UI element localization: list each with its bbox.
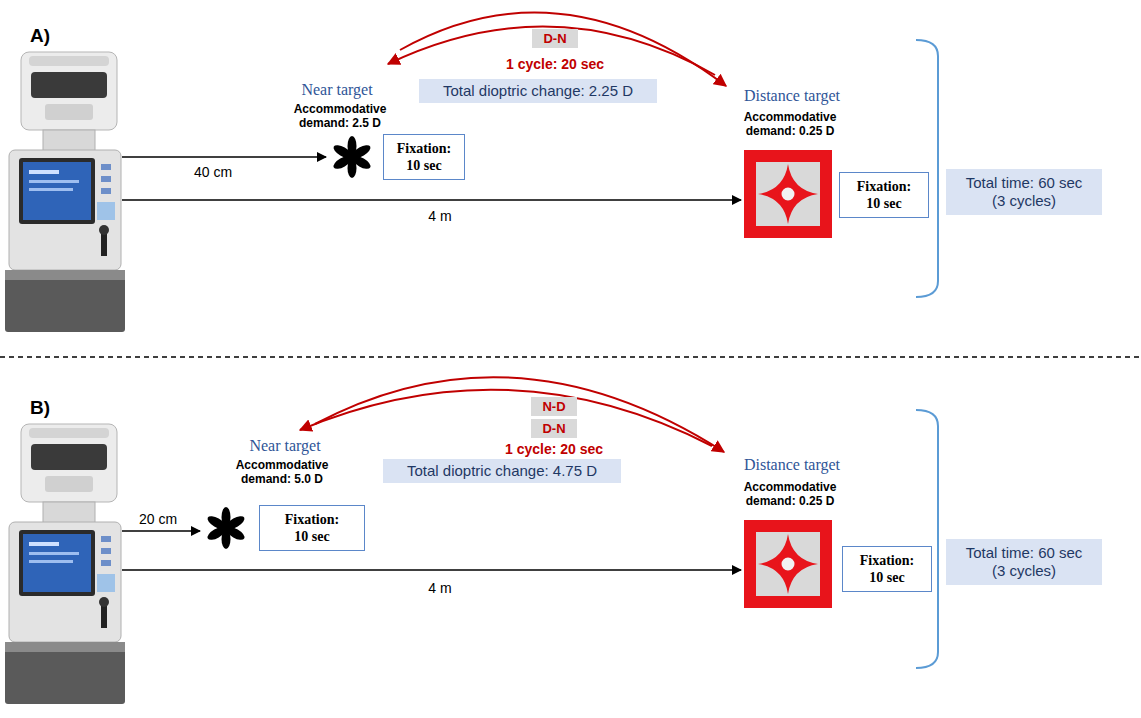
distance-arrow [122, 199, 741, 201]
fixation-box-text: Fixation: 10 sec [855, 552, 919, 586]
direction-tag: D-N [532, 29, 577, 48]
total-time-box-text: Total time: 60 sec (3 cycles) [960, 174, 1088, 210]
direction-tag-text: N-D [542, 398, 565, 415]
fixation-box: Fixation: 10 sec [842, 546, 932, 592]
fixation-box-text: Fixation: 10 sec [280, 511, 344, 545]
cycle-label: 1 cycle: 20 sec [506, 56, 604, 73]
autorefractor [5, 52, 125, 332]
distance-label: 20 cm [139, 511, 177, 528]
cycle-arc [400, 13, 726, 87]
direction-tag-text: D-N [543, 30, 566, 47]
bracket [916, 410, 938, 668]
fixation-box: Fixation: 10 sec [259, 505, 365, 551]
distance-arrow [122, 569, 741, 571]
direction-tag: N-D [531, 397, 576, 416]
fixation-box-text: Fixation: 10 sec [392, 140, 456, 174]
near-target-asterisk [206, 507, 247, 549]
cycle-arc [388, 27, 715, 75]
fixation-box: Fixation: 10 sec [383, 134, 465, 180]
demand-label: Accommodative demand: 5.0 D [234, 458, 330, 487]
demand-label: Accommodative demand: 0.25 D [742, 480, 838, 509]
distance-arrow [122, 156, 326, 158]
panel-label: B) [30, 397, 50, 420]
demand-label: Accommodative demand: 0.25 D [742, 110, 838, 139]
dioptric-band-text: Total dioptric change: 2.25 D [443, 82, 633, 100]
fixation-box: Fixation: 10 sec [839, 172, 929, 218]
distance-label: 40 cm [194, 164, 232, 181]
total-time-box: Total time: 60 sec (3 cycles) [946, 539, 1102, 585]
target-label: Near target [249, 436, 320, 455]
cycle-label: 1 cycle: 20 sec [505, 441, 603, 458]
distance-label: 4 m [428, 208, 451, 225]
bracket [916, 40, 938, 297]
distance-target [744, 520, 832, 608]
demand-label: Accommodative demand: 2.5 D [292, 102, 388, 131]
direction-tag: D-N [531, 419, 576, 438]
dioptric-band-text: Total dioptric change: 4.75 D [407, 462, 597, 480]
panel-label: A) [30, 25, 50, 48]
distance-label: 4 m [428, 580, 451, 597]
distance-arrow [122, 530, 200, 532]
near-target-asterisk [332, 136, 373, 178]
target-label: Distance target [744, 455, 840, 474]
cycle-arc [300, 390, 712, 446]
total-time-box: Total time: 60 sec (3 cycles) [946, 169, 1102, 215]
fixation-box-text: Fixation: 10 sec [852, 178, 916, 212]
target-label: Near target [301, 80, 372, 99]
dioptric-band: Total dioptric change: 2.25 D [419, 79, 657, 103]
target-label: Distance target [744, 86, 840, 105]
direction-tag-text: D-N [542, 420, 565, 437]
autorefractor [5, 424, 125, 704]
total-time-box-text: Total time: 60 sec (3 cycles) [960, 544, 1088, 580]
panel-separator [0, 356, 1141, 358]
distance-target [744, 150, 832, 238]
dioptric-band: Total dioptric change: 4.75 D [383, 459, 621, 483]
